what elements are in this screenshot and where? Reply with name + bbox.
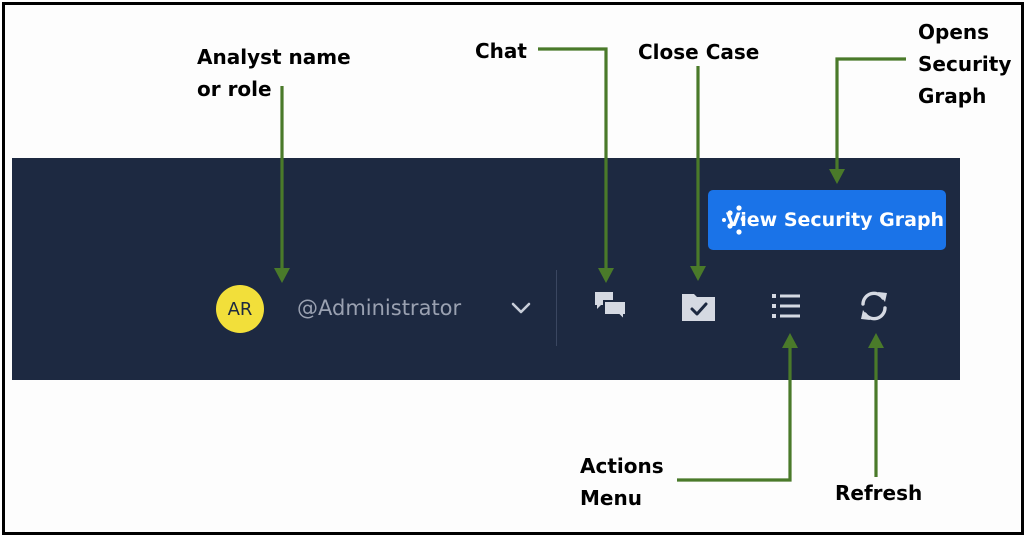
- annotation-opens-graph: Opens Security Graph: [918, 16, 1011, 112]
- arrowhead-chat: [598, 268, 614, 283]
- refresh-icon[interactable]: [856, 288, 892, 324]
- annotation-actions-menu: Actions Menu: [580, 450, 664, 514]
- view-security-graph-button[interactable]: View Security Graph: [708, 190, 946, 250]
- annotation-close-case: Close Case: [638, 40, 760, 64]
- annotation-analyst-line2: or role: [197, 77, 272, 101]
- analyst-name[interactable]: @Administrator: [297, 296, 462, 320]
- annotation-actions-menu-line1: Actions: [580, 454, 664, 478]
- arrow-chat: [538, 47, 608, 272]
- annotation-opens-graph-line2: Security: [918, 52, 1012, 76]
- chevron-down-icon[interactable]: [508, 297, 534, 319]
- security-graph-icon: [722, 205, 746, 235]
- arrowhead-actions-menu: [782, 333, 798, 348]
- annotation-chat: Chat: [475, 39, 527, 63]
- actions-menu-icon[interactable]: [769, 288, 805, 324]
- annotation-analyst: Analyst name or role: [197, 41, 351, 105]
- toolbar-divider: [556, 270, 557, 346]
- annotation-refresh: Refresh: [835, 481, 923, 505]
- annotation-actions-menu-line2: Menu: [580, 486, 642, 510]
- annotation-analyst-line1: Analyst name: [197, 45, 351, 69]
- avatar[interactable]: AR: [216, 285, 264, 333]
- arrowhead-close-case: [690, 266, 706, 281]
- arrowhead-refresh: [868, 333, 884, 348]
- chat-icon[interactable]: [593, 288, 629, 324]
- arrowhead-opens-graph: [829, 169, 845, 184]
- annotation-opens-graph-line1: Opens: [918, 20, 990, 44]
- arrow-opens-graph: [835, 57, 906, 172]
- arrow-actions-menu: [677, 345, 792, 482]
- view-security-graph-label: View Security Graph: [725, 209, 945, 231]
- arrowhead-analyst: [274, 268, 290, 283]
- annotation-opens-graph-line3: Graph: [918, 84, 987, 108]
- close-case-icon[interactable]: [681, 288, 717, 324]
